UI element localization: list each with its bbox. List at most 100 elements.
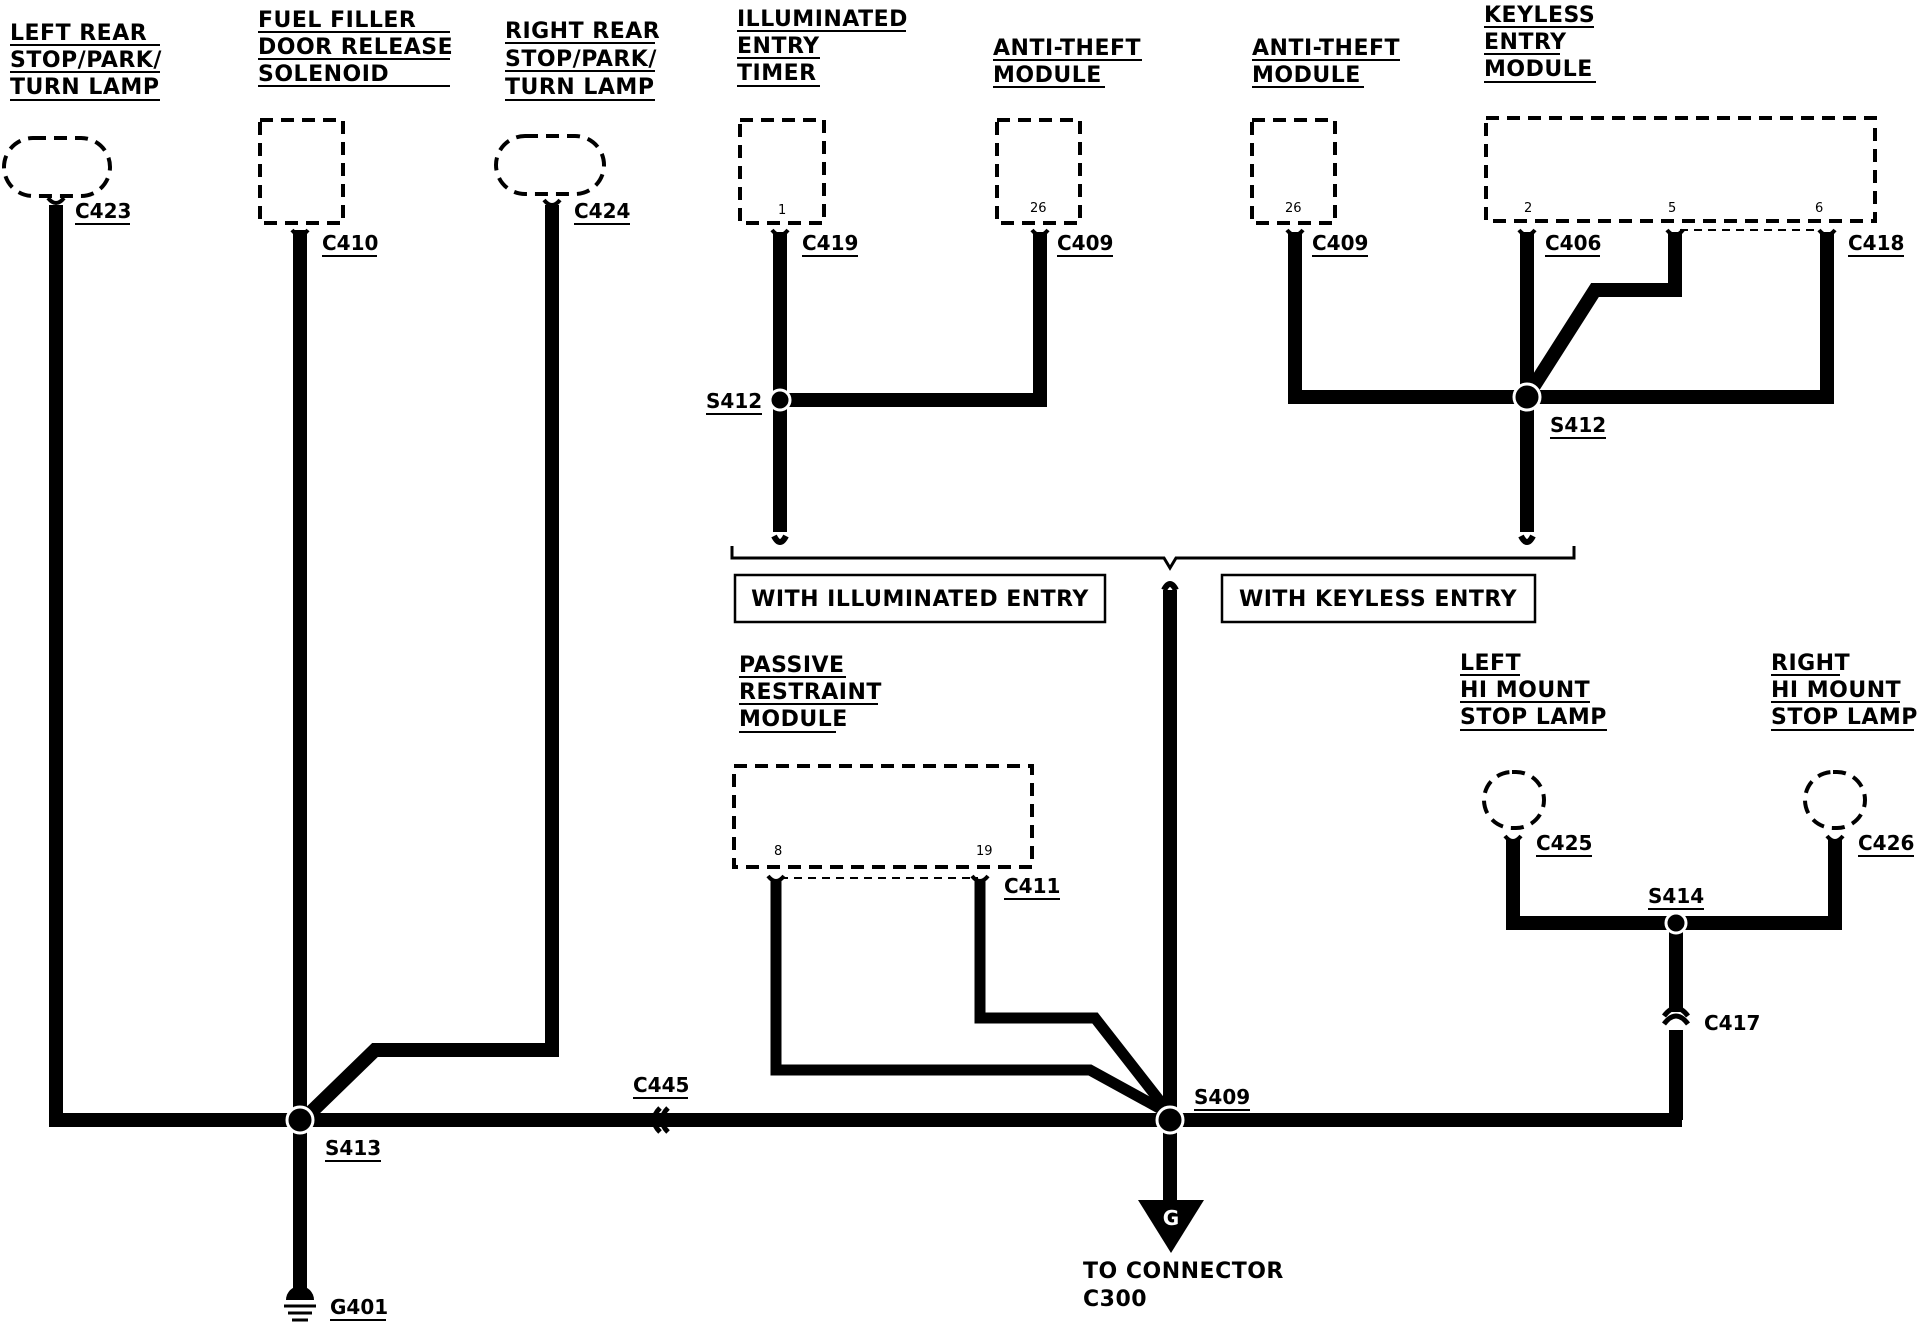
title-line: FUEL FILLER xyxy=(258,8,416,33)
title-line: RIGHT xyxy=(1771,651,1850,676)
pin-number: 8 xyxy=(774,844,782,859)
splice-label: S414 xyxy=(1648,884,1704,908)
keyless-entry-outline xyxy=(1484,116,1877,223)
connector-fork xyxy=(290,228,310,237)
left-hi-mount-outline xyxy=(1482,770,1546,830)
passive-restraint-outline xyxy=(732,764,1034,869)
title-line: TURN LAMP xyxy=(505,75,654,100)
wire-passive-19 xyxy=(974,880,1175,1118)
title-line: LEFT xyxy=(1460,651,1521,676)
title-line: HI MOUNT xyxy=(1771,678,1901,703)
right-hi-mount-outline xyxy=(1803,770,1867,830)
connector-label: C409 xyxy=(1312,231,1368,255)
pin-number: 5 xyxy=(1668,201,1676,216)
connector-fork xyxy=(1825,834,1845,843)
title-line: MODULE xyxy=(739,707,848,732)
anti-theft-1-title: ANTI-THEFT MODULE xyxy=(993,36,1142,88)
connector-label: C423 xyxy=(75,199,131,223)
c417-connector xyxy=(1662,1005,1690,1018)
title-line: SOLENOID xyxy=(258,62,389,87)
connector-label: C419 xyxy=(802,231,858,255)
fuel-filler-title: FUEL FILLER DOOR RELEASE SOLENOID xyxy=(258,8,453,87)
wire-anti-theft-2 xyxy=(1288,232,1527,404)
anti-theft-2-title: ANTI-THEFT MODULE xyxy=(1252,36,1400,88)
connector-label: C445 xyxy=(633,1073,689,1097)
left-rear-lamp-outline xyxy=(2,136,112,198)
wire-end-hook xyxy=(771,534,789,545)
right-rear-lamp-title: RIGHT REAR STOP/PARK/ TURN LAMP xyxy=(505,19,660,101)
pin-number: 2 xyxy=(1524,201,1532,216)
pin-number: 6 xyxy=(1815,201,1823,216)
splice-label: S409 xyxy=(1194,1085,1250,1109)
title-line: PASSIVE xyxy=(739,653,845,678)
connector-fork xyxy=(542,198,562,207)
c417-connector xyxy=(1662,1013,1690,1026)
title-line: STOP LAMP xyxy=(1771,705,1918,730)
ground-g401: G401 xyxy=(284,1286,388,1322)
wire-end-hook xyxy=(1518,534,1536,545)
option-keyless-entry: WITH KEYLESS ENTRY xyxy=(1220,573,1537,624)
connector-label: C410 xyxy=(322,231,378,255)
to-connector-line1: TO CONNECTOR xyxy=(1083,1259,1284,1284)
connector-label: C409 xyxy=(1057,231,1113,255)
wire-keyless-6 xyxy=(1527,232,1834,404)
connector-fork xyxy=(770,228,790,237)
connector-fork xyxy=(46,196,66,205)
pin-number: 1 xyxy=(778,203,786,218)
pin-number: 26 xyxy=(1030,201,1047,216)
connector-label: C424 xyxy=(574,199,630,223)
keyless-entry-title: KEYLESS ENTRY MODULE xyxy=(1484,3,1596,83)
option-illuminated-entry: WITH ILLUMINATED ENTRY xyxy=(733,573,1107,624)
connector-arrow-icon xyxy=(1138,1200,1204,1253)
anti-theft-1-outline xyxy=(995,118,1082,225)
passive-restraint-title: PASSIVE RESTRAINT MODULE xyxy=(739,653,882,733)
connector-fork xyxy=(1517,228,1537,237)
title-line: MODULE xyxy=(993,63,1102,88)
splice-s412-b xyxy=(1512,382,1542,412)
right-hi-mount-title: RIGHT HI MOUNT STOP LAMP xyxy=(1771,651,1918,731)
connector-fork xyxy=(1030,228,1050,237)
option-brace xyxy=(730,546,1576,571)
wire-end-hook xyxy=(1161,581,1179,592)
title-line: STOP/PARK/ xyxy=(10,48,162,73)
left-rear-lamp-title: LEFT REAR STOP/PARK/ TURN LAMP xyxy=(10,21,162,101)
left-hi-mount-title: LEFT HI MOUNT STOP LAMP xyxy=(1460,651,1607,731)
title-line: DOOR RELEASE xyxy=(258,35,453,60)
connector-fork xyxy=(766,874,786,883)
pin-number: 19 xyxy=(976,844,993,859)
ground-icon xyxy=(286,1286,314,1300)
connector-fork xyxy=(1285,228,1305,237)
illuminated-timer-outline xyxy=(738,118,826,225)
splice-s413 xyxy=(285,1105,315,1135)
title-line: STOP LAMP xyxy=(1460,705,1607,730)
ground-label: G401 xyxy=(330,1295,388,1319)
connector-label: C418 xyxy=(1848,231,1904,255)
title-line: ILLUMINATED xyxy=(737,7,908,32)
title-line: KEYLESS xyxy=(1484,3,1595,28)
c445-connector xyxy=(651,1106,662,1134)
connector-fork xyxy=(1665,228,1685,237)
splice-label: S412 xyxy=(706,389,762,413)
connector-fork xyxy=(1817,228,1837,237)
connector-label: C417 xyxy=(1704,1011,1760,1035)
connector-label: C406 xyxy=(1545,231,1601,255)
fuel-filler-outline xyxy=(258,118,345,225)
illuminated-timer-title: ILLUMINATED ENTRY TIMER xyxy=(737,7,908,87)
title-line: RESTRAINT xyxy=(739,680,882,705)
wire-left-rear-lamp xyxy=(49,205,305,1127)
title-line: ANTI-THEFT xyxy=(993,36,1141,61)
option-keyless-label: WITH KEYLESS ENTRY xyxy=(1239,587,1518,612)
title-line: STOP/PARK/ xyxy=(505,47,657,72)
title-line: RIGHT REAR xyxy=(505,19,660,44)
connector-fork xyxy=(1503,834,1523,843)
wire-keyless-5 xyxy=(1524,232,1682,396)
to-connector-c300: G TO CONNECTOR C300 xyxy=(1083,1200,1284,1312)
connector-label: C426 xyxy=(1858,831,1914,855)
title-line: MODULE xyxy=(1252,63,1361,88)
splice-s412-a xyxy=(768,388,792,412)
splice-label: S412 xyxy=(1550,413,1606,437)
title-line: TURN LAMP xyxy=(10,75,159,100)
option-illuminated-label: WITH ILLUMINATED ENTRY xyxy=(751,587,1089,612)
title-line: ENTRY xyxy=(1484,30,1567,55)
connector-arrow-symbol: G xyxy=(1163,1206,1179,1230)
